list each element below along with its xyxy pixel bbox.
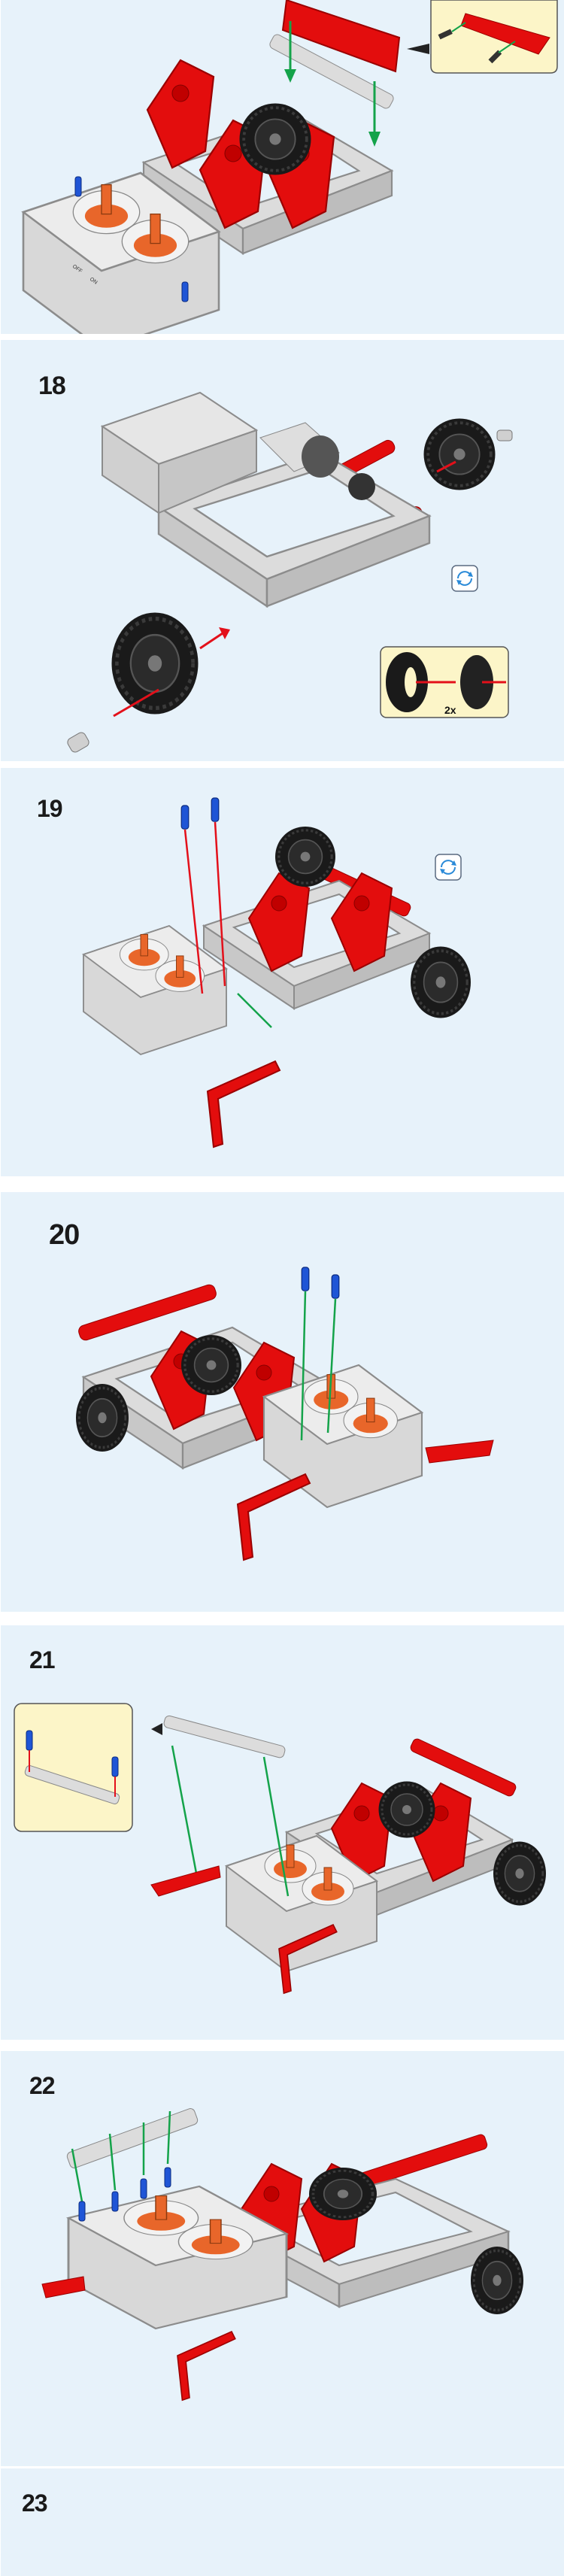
callout-arrow bbox=[151, 1723, 162, 1735]
quantity-label: 2x bbox=[444, 704, 456, 716]
step-17-panel: OFF ON bbox=[1, 0, 564, 334]
sub-assembly-callout bbox=[430, 0, 558, 74]
step-number: 21 bbox=[29, 1646, 56, 1673]
wheel bbox=[238, 102, 313, 177]
step-number: 20 bbox=[49, 1219, 80, 1251]
wheel bbox=[378, 1780, 436, 1839]
tire-assembly-callout: 2x bbox=[380, 646, 509, 718]
red-angled-beam bbox=[177, 2331, 236, 2401]
rotate-model-icon bbox=[451, 565, 478, 592]
red-beam-part bbox=[150, 1865, 221, 1897]
gray-beam-part bbox=[66, 2108, 199, 2168]
wheel bbox=[409, 945, 472, 1020]
red-beam-part bbox=[281, 0, 401, 73]
beam-callout bbox=[14, 1703, 133, 1832]
axle-connector bbox=[67, 732, 89, 753]
battery-on-label: ON bbox=[89, 277, 99, 286]
step-18-panel: 18 bbox=[1, 340, 564, 761]
gray-beam-part bbox=[163, 1715, 286, 1758]
step-23-panel: 23 bbox=[1, 2468, 564, 2576]
step-20-illustration bbox=[74, 1267, 494, 1561]
wheel bbox=[180, 1334, 243, 1397]
wheel bbox=[469, 2245, 525, 2316]
red-angled-beam bbox=[237, 1473, 311, 1561]
wheel bbox=[74, 1382, 130, 1453]
step-22-illustration bbox=[41, 2108, 525, 2401]
wheel-right bbox=[422, 417, 497, 492]
step-number: 23 bbox=[22, 2490, 48, 2517]
wheel bbox=[492, 1840, 547, 1907]
red-insert-arrows bbox=[113, 460, 456, 718]
step-number: 22 bbox=[29, 2072, 56, 2099]
step-20-panel: 20 bbox=[1, 1192, 564, 1612]
gear bbox=[348, 473, 375, 500]
wheel-left bbox=[112, 613, 199, 715]
step-18-illustration: 2x bbox=[67, 391, 513, 753]
step-19-panel: 19 bbox=[1, 768, 564, 1176]
step-21-panel: 21 bbox=[1, 1625, 564, 2040]
axle-connector bbox=[496, 429, 513, 441]
red-beam-part bbox=[425, 1440, 494, 1464]
battery-box bbox=[100, 391, 259, 514]
rotate-model-icon bbox=[435, 854, 462, 881]
step-21-illustration bbox=[14, 1703, 547, 1994]
wheel bbox=[308, 2166, 378, 2222]
step-number: 18 bbox=[38, 372, 66, 400]
step-19-illustration bbox=[83, 797, 472, 1148]
green-insert-arrows bbox=[284, 21, 381, 147]
callout-arrow bbox=[407, 44, 429, 54]
red-beam-part bbox=[41, 2276, 86, 2298]
step-17-illustration: OFF ON bbox=[22, 0, 558, 334]
red-angled-beam bbox=[207, 1060, 280, 1148]
step-22-panel: 22 bbox=[1, 2051, 564, 2466]
wheel bbox=[274, 825, 337, 888]
step-number: 19 bbox=[37, 795, 63, 822]
motor bbox=[259, 422, 340, 478]
